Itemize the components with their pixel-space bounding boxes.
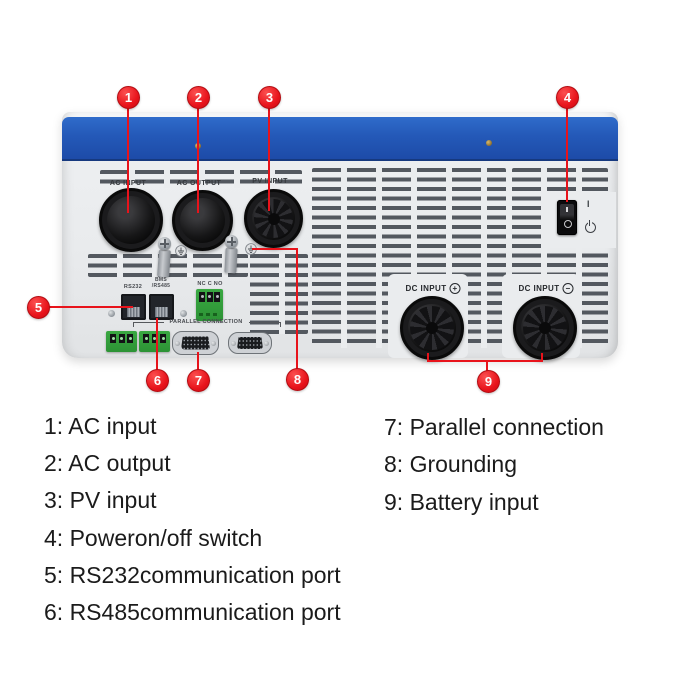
- callout-2: 2: [187, 86, 210, 109]
- panel-screw-icon: [108, 310, 115, 317]
- terminal-block: [106, 331, 137, 352]
- grommet-spokes: [254, 199, 293, 238]
- vent-grid-top-left: [100, 170, 302, 188]
- callout-6: 6: [146, 369, 169, 392]
- ac-input-port: [99, 188, 163, 252]
- callout-line-9-h: [427, 360, 543, 362]
- relay-terminal-block: [196, 289, 223, 321]
- legend-item: 1: AC input: [44, 413, 157, 439]
- callout-line-9-l: [427, 353, 429, 362]
- clamp-screw-icon: [225, 235, 238, 248]
- dc-input-plus-port: [400, 296, 464, 360]
- ac-output-port: [172, 190, 233, 251]
- power-icon: [585, 220, 596, 233]
- rocker-on-mark: [566, 207, 568, 212]
- callout-7: 7: [187, 369, 210, 392]
- dsub-connector: [237, 337, 263, 349]
- callout-line-8-h: [252, 248, 298, 250]
- callout-line-3: [268, 107, 270, 211]
- screw-icon: [486, 140, 492, 146]
- clamp-screw-icon: [158, 237, 171, 250]
- legend-item: 6: RS485communication port: [44, 599, 341, 625]
- terminal-block: [139, 331, 170, 352]
- dc-input-plus-label: DC INPUT +: [406, 283, 461, 294]
- legend-item: 2: AC output: [44, 450, 171, 476]
- pv-input-port: [244, 189, 303, 248]
- parallel-port-1: [172, 331, 219, 355]
- power-switch: [557, 200, 577, 235]
- pv-input-label: PV INPUT: [252, 178, 288, 185]
- legend-item: 5: RS232communication port: [44, 562, 341, 588]
- dc-input-minus-port: [513, 296, 577, 360]
- bms-label: BMS: [154, 277, 168, 283]
- cable-clamp: [157, 249, 171, 278]
- top-blue-band: [62, 117, 618, 161]
- ac-output-label: AC OUTPUT: [176, 180, 222, 187]
- callout-line-7: [197, 352, 199, 371]
- rocker-off-mark: [564, 220, 572, 228]
- grommet-spokes: [410, 306, 454, 350]
- dsub-connector: [181, 336, 210, 350]
- bracket-line: [133, 322, 134, 327]
- callout-line-4: [566, 107, 568, 202]
- rs485-label: /RS485: [151, 283, 171, 289]
- callout-9: 9: [477, 370, 500, 393]
- legend-item: 7: Parallel connection: [384, 414, 604, 440]
- callout-line-9-r: [541, 353, 543, 362]
- legend-item: 3: PV input: [44, 487, 157, 513]
- parallel-port-2: [228, 332, 272, 354]
- callout-3: 3: [258, 86, 281, 109]
- power-icon-stem: [588, 219, 591, 226]
- minus-circle-icon: −: [562, 283, 574, 294]
- dc-input-minus-label: DC INPUT −: [519, 283, 574, 294]
- bracket-line: [249, 322, 281, 323]
- ground-icon: [175, 245, 187, 257]
- bracket-line: [133, 322, 164, 323]
- callout-line-8-v: [296, 248, 298, 370]
- callout-line-2: [197, 107, 199, 213]
- rs232-label: RS232: [123, 284, 143, 290]
- callout-8: 8: [286, 368, 309, 391]
- rocker: [560, 204, 574, 231]
- legend-item: 4: Poweron/off switch: [44, 525, 263, 551]
- grommet-spokes: [523, 306, 567, 350]
- callout-4: 4: [556, 86, 579, 109]
- callout-1: 1: [117, 86, 140, 109]
- legend-item: 9: Battery input: [384, 489, 539, 515]
- rs485-port: [149, 294, 174, 320]
- callout-5: 5: [27, 296, 50, 319]
- relay-contacts-label: NC C NO: [197, 281, 223, 287]
- callout-line-6: [156, 318, 158, 371]
- callout-line-5: [48, 306, 133, 308]
- cable-clamp: [224, 247, 238, 274]
- vent-grid-lower-left: [250, 254, 308, 334]
- legend-item: 8: Grounding: [384, 451, 517, 477]
- callout-line-1: [127, 107, 129, 213]
- panel-screw-icon: [180, 310, 187, 317]
- plus-circle-icon: +: [449, 283, 461, 294]
- callout-line-9-c: [486, 360, 488, 372]
- switch-on-label: I: [587, 199, 590, 209]
- bracket-line: [280, 322, 281, 327]
- parallel-connection-label: PARALLEL CONNECTION: [169, 319, 243, 325]
